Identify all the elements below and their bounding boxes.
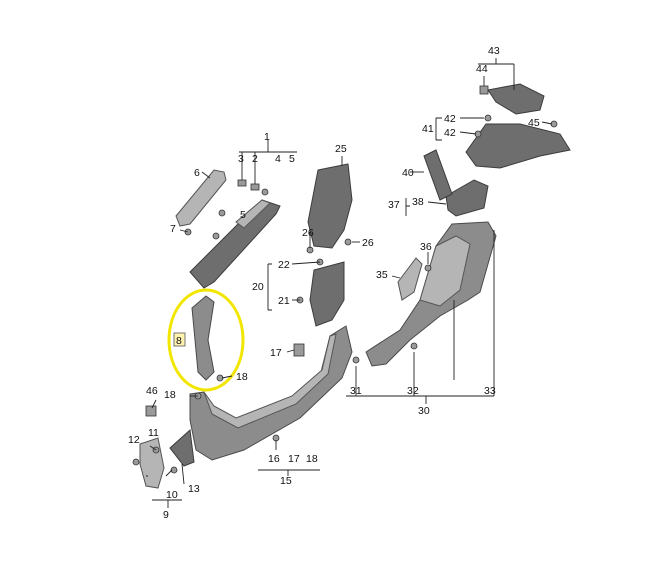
label-38: 38 [412,196,424,208]
label-18-left: 18 [164,389,176,401]
label-17: 17 [270,347,282,359]
label-42b: 42 [444,127,456,139]
label-37: 37 [388,199,400,211]
bracket-part-6 [175,169,227,227]
clip-26b [344,238,352,246]
label-44: 44 [476,63,488,75]
rear-side-trim-inner [419,235,471,307]
label-18-upper: 18 [236,371,248,383]
label-1: 1 [264,131,270,143]
sill-trim-top-edge [203,333,337,429]
label-41: 41 [422,123,434,135]
label-5: 5 [289,153,295,165]
label-26a: 26 [302,227,314,239]
strip-40 [423,149,453,201]
label-15: 15 [280,475,292,487]
label-9: 9 [163,509,169,521]
label-12: 12 [128,434,140,446]
label-30: 30 [418,405,430,417]
bracket-46 [145,405,157,417]
upper-bracket-43 [487,83,545,115]
cover-38 [445,179,489,217]
clip-31 [352,356,360,364]
label-36: 36 [420,241,432,253]
leader-lines [146,58,553,508]
label-43: 43 [488,45,500,57]
label-17b: 17 [288,453,300,465]
label-20: 20 [252,281,264,293]
label-3: 3 [238,153,244,165]
pad-44 [479,85,489,95]
rear-upper-trim-41 [465,123,571,169]
label-18-lower: 18 [306,453,318,465]
label-25: 25 [335,143,347,155]
label-6: 6 [194,167,200,179]
label-13: 13 [188,483,200,495]
a-pillar-lower-trim-8 [191,295,215,381]
kick-panel-13 [169,428,195,467]
clip-36 [424,264,432,272]
label-31: 31 [350,385,362,397]
b-pillar-upper-trim-25 [307,163,353,249]
clip-32 [410,342,418,350]
label-8-box [173,332,186,347]
clip-17 [293,343,305,357]
label-16: 16 [268,453,280,465]
a-pillar-trim [189,199,281,289]
label-8: 8 [176,335,182,347]
clip-5b [212,232,220,240]
a-pillar-trim-edge [235,199,271,229]
label-10: 10 [166,489,178,501]
b-pillar-lower-trim-20 [309,261,345,327]
bracket-part-9 [139,437,165,489]
screw-4 [261,188,269,196]
highlight-ring [167,288,245,392]
clip-10 [170,466,178,474]
label-26b: 26 [362,237,374,249]
clip-12 [132,458,140,466]
label-2: 2 [252,153,258,165]
label-22: 22 [278,259,290,271]
clip-42a [484,114,492,122]
label-11: 11 [148,427,159,439]
label-35: 35 [376,269,388,281]
label-45: 45 [528,117,540,129]
label-42a: 42 [444,113,456,125]
trim-part-35 [397,257,423,301]
label-4: 4 [275,153,281,165]
label-32: 32 [407,385,419,397]
label-46: 46 [146,385,158,397]
part-labels: 1 3 2 4 5 6 5 7 8 18 17 46 18 11 12 13 1… [128,45,540,521]
label-33: 33 [484,385,496,397]
label-21: 21 [278,295,290,307]
label-5b: 5 [240,209,246,221]
clip-3 [237,179,247,187]
clip-5 [218,209,226,217]
label-40: 40 [402,167,414,179]
clip-2 [250,183,260,191]
label-7: 7 [170,223,176,235]
